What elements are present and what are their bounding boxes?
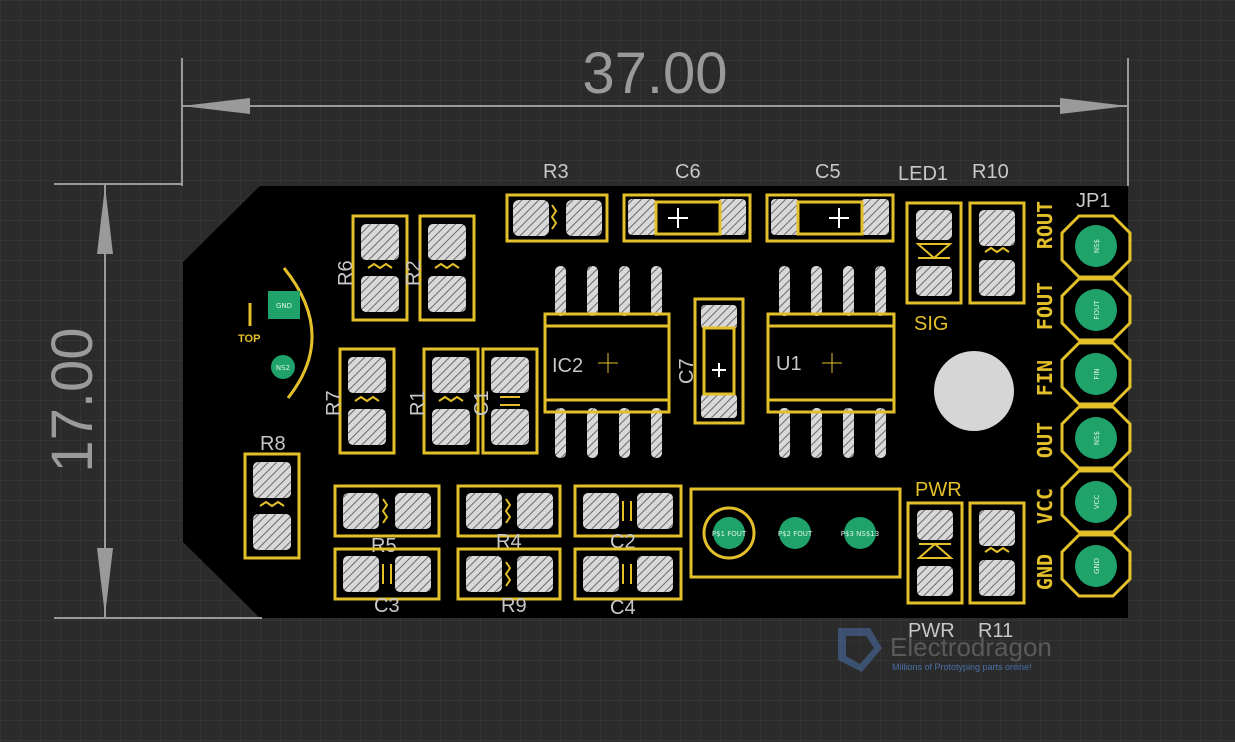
- pad-ns2-label: NS2: [276, 364, 290, 372]
- label-r10: R10: [972, 161, 1009, 183]
- height-dimension-label: 17.00: [40, 327, 105, 472]
- top-test-pads[interactable]: [248, 267, 314, 399]
- header-pin-4-label: NS$: [1093, 431, 1101, 445]
- width-dimension-label: 37.00: [582, 41, 727, 106]
- label-r8: R8: [260, 433, 286, 455]
- test-point-block[interactable]: [689, 487, 902, 579]
- label-pwr-bottom: PWR: [908, 620, 955, 642]
- pin-label-gnd: GND: [1033, 554, 1057, 590]
- resistor-r4[interactable]: [456, 484, 562, 538]
- electrodragon-logo: [838, 628, 882, 672]
- label-r5: R5: [371, 535, 397, 557]
- pin-label-fin: FIN: [1033, 360, 1057, 396]
- label-r6: R6: [335, 260, 357, 286]
- label-sig: SIG: [914, 313, 948, 335]
- header-pin-3-label: FIN: [1093, 368, 1101, 379]
- pin-label-rout: ROUT: [1033, 201, 1057, 249]
- label-r1: R1: [407, 390, 429, 416]
- label-r9: R9: [501, 595, 527, 617]
- label-c5: C5: [815, 161, 841, 183]
- label-u1: U1: [776, 353, 802, 375]
- capacitor-c6[interactable]: [622, 193, 752, 243]
- mounting-hole: [934, 351, 1014, 431]
- capacitor-c7[interactable]: [693, 297, 745, 425]
- pad-gnd-label: GND: [276, 302, 292, 310]
- label-jp1: JP1: [1076, 190, 1110, 212]
- label-r3: R3: [543, 161, 569, 183]
- resistor-r5[interactable]: [333, 484, 441, 538]
- pin-label-out: OUT: [1033, 422, 1057, 458]
- capacitor-c1[interactable]: [481, 347, 539, 455]
- pin-label-fout: FOUT: [1033, 282, 1057, 330]
- label-led1: LED1: [898, 163, 948, 185]
- capacitor-c2[interactable]: [573, 484, 683, 538]
- capacitor-c4[interactable]: [573, 547, 683, 601]
- logo-tagline: Millions of Prototyping parts online!: [892, 662, 1032, 672]
- test-point-1-label: P$1 FOUT: [712, 530, 747, 538]
- capacitor-c3[interactable]: [333, 547, 441, 601]
- label-c6: C6: [675, 161, 701, 183]
- label-r11: R11: [978, 620, 1013, 642]
- resistor-r10[interactable]: [968, 201, 1026, 305]
- led-led1[interactable]: [905, 201, 963, 305]
- header-pin-5-label: VCC: [1093, 495, 1101, 510]
- label-pwr-silk: PWR: [915, 479, 962, 501]
- label-c3: C3: [374, 595, 400, 617]
- resistor-r7[interactable]: [338, 347, 396, 455]
- resistor-r2[interactable]: [418, 214, 476, 322]
- logo-name: Electrodragon: [890, 632, 1052, 662]
- resistor-r9[interactable]: [456, 547, 562, 601]
- label-r2: R2: [403, 260, 425, 286]
- ic-u1[interactable]: [766, 266, 896, 458]
- height-dimension: [54, 183, 262, 619]
- resistor-r3[interactable]: [505, 193, 609, 243]
- pin-label-vcc: VCC: [1033, 488, 1057, 524]
- capacitor-c5[interactable]: [765, 193, 895, 243]
- ic-ic2[interactable]: [543, 266, 671, 458]
- header-pin-6-label: GND: [1093, 558, 1101, 574]
- label-r7: R7: [323, 390, 345, 416]
- led-pwr[interactable]: [906, 501, 964, 605]
- label-ic2: IC2: [552, 355, 583, 377]
- top-marker-label: TOP: [238, 333, 260, 345]
- test-point-2-label: P$2 FOUT: [778, 530, 813, 538]
- header-jp1[interactable]: NS$ FOUT FIN NS$ VCC GND: [1060, 214, 1132, 598]
- resistor-r11[interactable]: [968, 501, 1026, 605]
- resistor-r8[interactable]: [243, 452, 301, 560]
- label-c4: C4: [610, 597, 636, 619]
- test-point-3-label: P$3 NS$13: [841, 530, 879, 538]
- resistor-r6[interactable]: [351, 214, 409, 322]
- resistor-r1[interactable]: [422, 347, 480, 455]
- width-dimension: [181, 58, 1129, 186]
- header-pin-1-label: NS$: [1093, 239, 1101, 253]
- header-pin-2-label: FOUT: [1093, 300, 1101, 320]
- label-c7: C7: [676, 358, 698, 384]
- label-c1: C1: [471, 390, 493, 416]
